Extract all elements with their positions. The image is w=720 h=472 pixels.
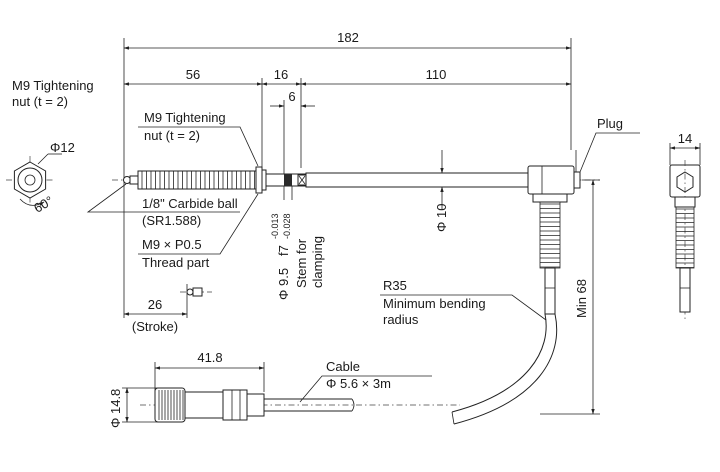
label-carbide-2: (SR1.588) <box>142 213 201 228</box>
dim-nut-section: 16 <box>274 67 288 82</box>
dim-stem-length: 110 <box>426 67 447 82</box>
strain-relief-ribs <box>539 201 561 269</box>
cable-bend <box>451 313 558 425</box>
label-stem-2: clamping <box>310 236 325 288</box>
dim-nut-angle: 60° <box>31 193 56 216</box>
label-bend-2: radius <box>383 312 419 327</box>
label-r35: R35 <box>383 278 407 293</box>
dim-nut-dia: Φ12 <box>50 140 75 155</box>
label-nut-mid-1: M9 Tightening <box>144 110 226 125</box>
sensor-side-view: 14 <box>669 131 701 320</box>
dimension-min-height: Min 68 <box>540 179 600 415</box>
label-carbide-1: 1/8" Carbide ball <box>142 196 238 211</box>
label-thread-1: M9 × P0.5 <box>142 237 202 252</box>
nut-end-view: Φ12 60° <box>6 140 75 216</box>
label-bend-1: Minimum bending <box>383 296 486 311</box>
sensor-main-body <box>112 150 600 315</box>
dim-stem-tol-code: f7 <box>276 245 291 256</box>
dim-connector-length: 41.8 <box>197 350 222 365</box>
label-cable-1: Cable <box>326 359 360 374</box>
dim-min-height: Min 68 <box>574 279 589 318</box>
label-nut-left-1: M9 Tightening <box>12 78 94 93</box>
connector: 41.8 Φ 14.8 <box>108 350 460 428</box>
dim-stem-inner: 6 <box>288 89 295 104</box>
label-plug: Plug <box>597 116 623 131</box>
thread-ribs <box>141 171 255 189</box>
dimension-stroke: 26 (Stroke) <box>123 184 212 334</box>
dimension-overall: 182 <box>123 30 572 184</box>
dim-body-dia: Φ 10 <box>434 204 449 232</box>
dimension-stem-inner: 6 <box>270 89 315 175</box>
label-stem-1: Stem for <box>294 238 309 288</box>
label-nut-left-2: nut (t = 2) <box>12 94 68 109</box>
label-cable-2: Φ 5.6 × 3m <box>326 376 391 391</box>
dimension-row-2: 56 16 110 <box>123 67 572 168</box>
dimension-body-dia: Φ 10 <box>434 150 449 232</box>
dim-overall-length: 182 <box>337 30 359 45</box>
label-thread-2: Thread part <box>142 255 210 270</box>
dim-connector-dia: Φ 14.8 <box>108 389 123 428</box>
dim-stem-dia: Φ 9.5 <box>276 268 291 300</box>
dim-spindle-length: 56 <box>186 67 200 82</box>
dim-stroke: 26 <box>148 297 162 312</box>
dim-width: 14 <box>678 131 692 146</box>
dim-stem-tol-lower: -0.028 <box>282 213 292 239</box>
connector-knurl <box>158 390 184 420</box>
dim-stem-tol-upper: -0.013 <box>270 213 280 239</box>
label-nut-mid-2: nut (t = 2) <box>144 128 200 143</box>
label-stroke: (Stroke) <box>132 319 178 334</box>
dimension-stem-dia: Φ 9.5 f7 -0.013 -0.028 Stem for clamping <box>270 186 325 300</box>
